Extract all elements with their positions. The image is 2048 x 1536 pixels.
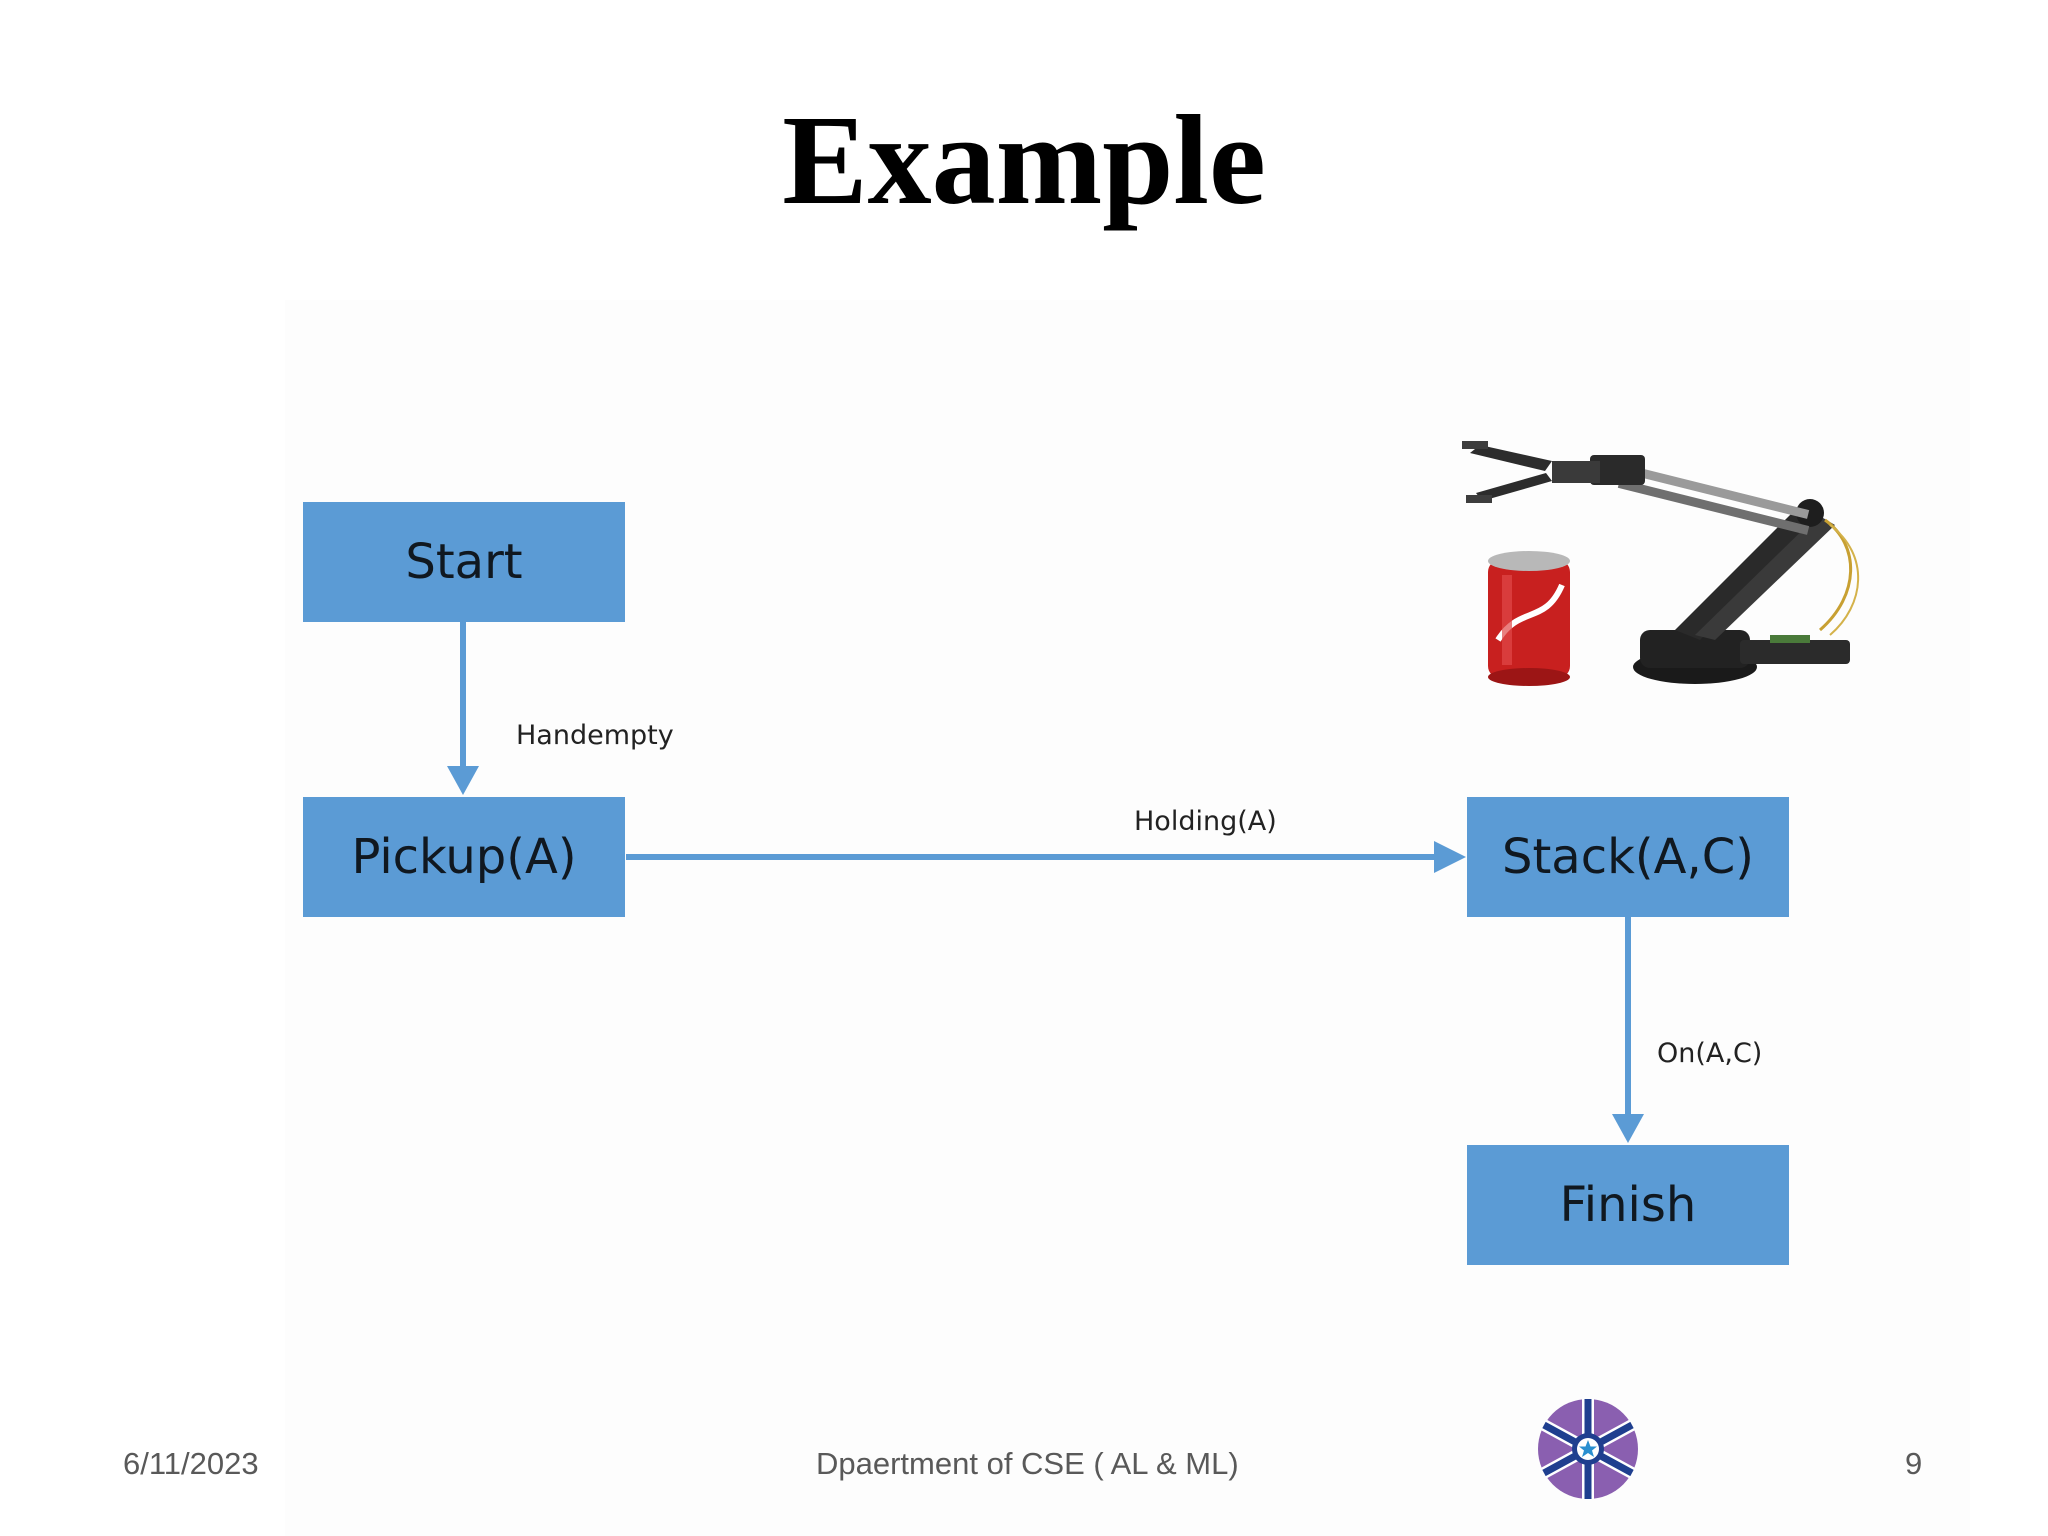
slide-title: Example [782, 89, 1266, 231]
robotic-arm-illustration [1462, 441, 1860, 686]
footer-department: Dpaertment of CSE ( AL & ML) [816, 1446, 1239, 1481]
arrow-start-to-pickup [447, 622, 479, 795]
node-finish: Finish [1467, 1145, 1789, 1265]
node-stack: Stack(A,C) [1467, 797, 1789, 917]
arrow-pickup-to-stack [626, 841, 1466, 873]
soda-can-image [1488, 551, 1570, 686]
edge-label-handempty: Handempty [516, 720, 674, 751]
edge-label-holding: Holding(A) [1134, 806, 1277, 837]
institution-logo [1538, 1399, 1638, 1499]
robotic-arm-image [1462, 441, 1860, 684]
footer-date: 6/11/2023 [123, 1446, 259, 1481]
node-start: Start [303, 502, 625, 622]
node-pickup: Pickup(A) [303, 797, 625, 917]
footer-page-number: 9 [1905, 1446, 1923, 1481]
arrow-stack-to-finish [1612, 916, 1644, 1143]
edge-label-on: On(A,C) [1657, 1038, 1763, 1069]
